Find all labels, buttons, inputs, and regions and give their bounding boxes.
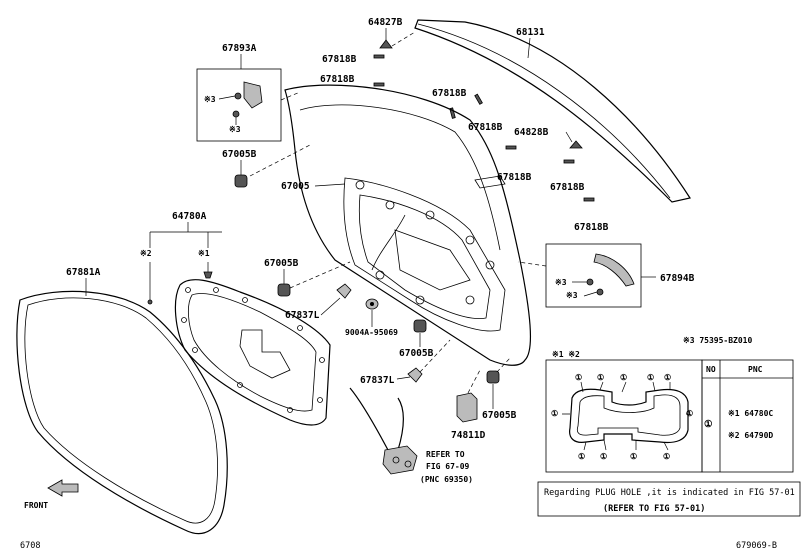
mark2-a: ※2 <box>140 249 152 258</box>
marker-7: ① <box>686 409 693 418</box>
footer-left: 6708 <box>20 541 40 551</box>
part-67881A-weatherstrip <box>16 290 228 535</box>
clip-67837L-1 <box>336 283 352 299</box>
marker-5: ① <box>664 373 671 382</box>
mark3-a: ※3 <box>204 95 216 104</box>
label-67818B-4: 67818B <box>468 122 503 133</box>
marker-3: ① <box>620 373 627 382</box>
label-67005B-4: 67005B <box>482 410 517 421</box>
label-67005: 67005 <box>281 181 310 192</box>
label-67837L-2: 67837L <box>360 375 395 386</box>
plug-note-line2: (REFER TO FIG 57-01) <box>603 504 705 514</box>
part-64827B-clip <box>379 28 393 49</box>
table-row-2: ※2 64790D <box>728 431 773 440</box>
label-9004A: 9004A-95069 <box>345 328 398 337</box>
label-64827B: 64827B <box>368 17 403 28</box>
grommet-67005B-1 <box>234 174 248 188</box>
part-68131-glass <box>414 19 691 203</box>
label-67005B-3: 67005B <box>399 348 434 359</box>
label-67818B-5: 67818B <box>497 172 532 183</box>
lock-cable-assembly <box>349 387 418 475</box>
label-67881A: 67881A <box>66 267 101 278</box>
label-67005B-2: 67005B <box>264 258 299 269</box>
grommet-67005B-2 <box>277 283 291 297</box>
mark1-a: ※1 <box>198 249 210 258</box>
table-row-1: ※1 64780C <box>728 409 773 418</box>
mark3-b: ※3 <box>229 125 241 134</box>
label-67818B-6: 67818B <box>550 182 585 193</box>
label-67894B: 67894B <box>660 273 695 284</box>
mark3-d: ※3 <box>566 291 578 300</box>
grommet-67005B-3 <box>413 319 427 333</box>
label-68131: 68131 <box>516 27 545 38</box>
table-col-pnc: PNC <box>748 365 763 374</box>
marker-2: ① <box>597 373 604 382</box>
label-67818B-2: 67818B <box>320 74 355 85</box>
circle-markers: ① ① ① ① ① ① ① ① ① ① ① <box>551 373 693 461</box>
label-64780A: 64780A <box>172 211 207 222</box>
table-row-no: ① <box>704 419 713 430</box>
marker-11: ① <box>663 452 670 461</box>
refer-line-2: FIG 67-09 <box>426 462 470 471</box>
plug-hole-note <box>537 481 801 517</box>
marker-6: ① <box>551 409 558 418</box>
marker-4: ① <box>647 373 654 382</box>
label-64828B: 64828B <box>514 127 549 138</box>
label-67818B-7: 67818B <box>574 222 609 233</box>
refer-line-1: REFER TO <box>426 450 465 459</box>
label-74811D: 74811D <box>451 430 486 441</box>
clips-67818B-top <box>373 54 595 202</box>
washer-9004A-95069 <box>365 298 379 310</box>
inset-67894B <box>545 243 642 308</box>
part-64780A-service-cover <box>174 279 331 426</box>
refer-line-3: (PNC 69350) <box>420 475 473 484</box>
grommet-67005B-4 <box>486 370 500 384</box>
footer-right: 679069-B <box>736 541 777 551</box>
marker-8: ① <box>578 452 585 461</box>
mark12: ※1 ※2 <box>552 350 580 359</box>
label-67005B-1: 67005B <box>222 149 257 160</box>
marker-10: ① <box>630 452 637 461</box>
clip-67837L-2 <box>407 367 423 383</box>
label-67818B-1: 67818B <box>322 54 357 65</box>
inset-67893A <box>196 68 282 142</box>
table-col-no: NO <box>706 365 716 374</box>
mark3-c: ※3 <box>555 278 567 287</box>
label-67893A: 67893A <box>222 43 257 54</box>
part-74811D-pad <box>456 392 478 423</box>
label-67837L-1: 67837L <box>285 310 320 321</box>
part-67005-back-door <box>284 84 532 366</box>
label-67818B-3: 67818B <box>432 88 467 99</box>
front-label: FRONT <box>24 501 48 510</box>
plug-note-line1: Regarding PLUG HOLE ,it is indicated in … <box>544 488 795 498</box>
front-arrow-icon <box>47 479 79 497</box>
marker-1: ① <box>575 373 582 382</box>
note3-code: ※3 75395-BZ010 <box>683 336 753 345</box>
marker-9: ① <box>600 452 607 461</box>
